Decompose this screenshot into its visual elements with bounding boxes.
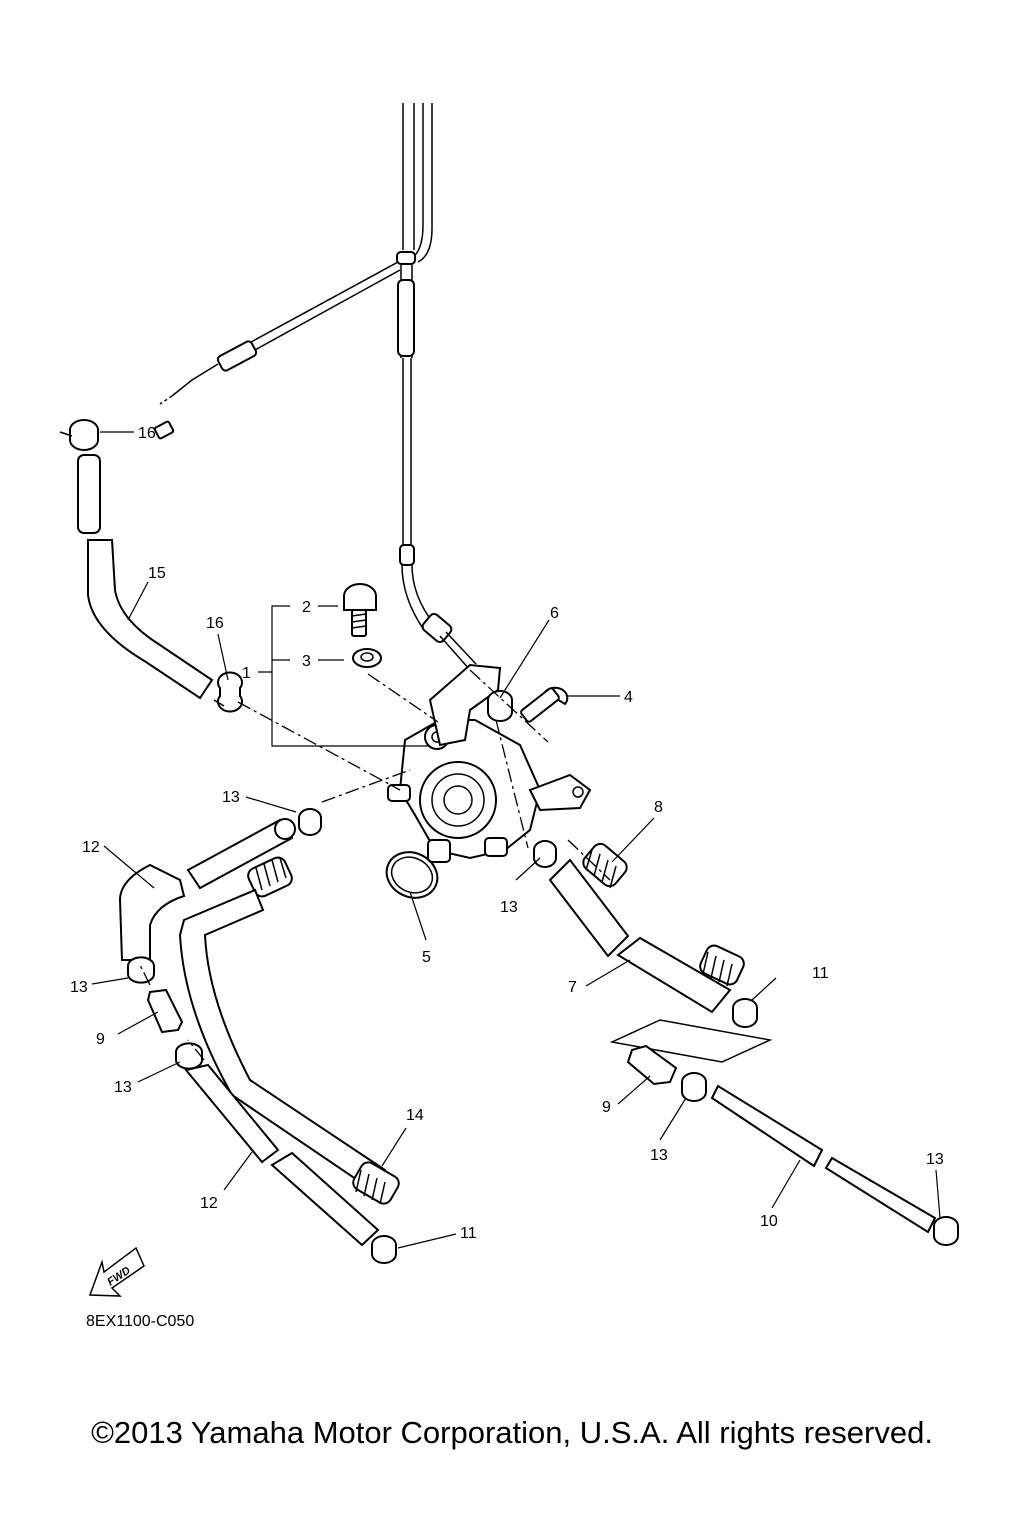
- callout-14: 14: [406, 1107, 424, 1124]
- assembly-lines: [139, 669, 611, 1061]
- callout-13-f: 13: [926, 1151, 944, 1168]
- callout-9-right: 9: [602, 1099, 611, 1116]
- control-cables: [153, 103, 477, 671]
- callout-16-mid: 16: [206, 615, 224, 632]
- o-ring: [385, 851, 439, 899]
- lower-left: [127, 956, 397, 1264]
- hoses-right: [533, 840, 758, 1028]
- drawing-code: 8EX1100-C050: [86, 1313, 194, 1330]
- callout-11-right: 11: [812, 965, 829, 982]
- fwd-arrow-icon: FWD: [88, 1246, 145, 1297]
- callout-10: 10: [760, 1213, 778, 1230]
- callout-8: 8: [654, 799, 663, 816]
- callout-4: 4: [624, 689, 633, 706]
- callout-12-lower: 12: [200, 1195, 218, 1212]
- callout-6: 6: [550, 605, 559, 622]
- callout-12-upper: 12: [82, 839, 100, 856]
- leader-lines: [91, 431, 941, 1249]
- callout-16-top: 16: [138, 425, 156, 442]
- callout-13-e: 13: [650, 1147, 668, 1164]
- callout-11-bottom: 11: [460, 1225, 477, 1242]
- lower-right: [609, 1019, 959, 1246]
- callout-5: 5: [422, 949, 431, 966]
- callout-labels: 16 15 16 2 3 1 6 4 13 8 12 13 5 13 11 7 …: [70, 425, 944, 1242]
- callout-7: 7: [568, 979, 577, 996]
- callout-13-d: 13: [114, 1079, 132, 1096]
- callout-15: 15: [148, 565, 166, 582]
- hoses-left: [118, 808, 400, 1205]
- callout-9-left: 9: [96, 1031, 105, 1048]
- bracket-1: [258, 605, 430, 747]
- copyright-notice: ©2013 Yamaha Motor Corporation, U.S.A. A…: [91, 1415, 933, 1450]
- callout-1: 1: [242, 665, 251, 682]
- callout-2: 2: [302, 599, 311, 616]
- hose-15: [59, 419, 243, 713]
- small-parts: [343, 583, 569, 723]
- callout-13-c: 13: [70, 979, 88, 996]
- callout-13-a: 13: [222, 789, 240, 806]
- callout-3: 3: [302, 653, 311, 670]
- callout-13-b: 13: [500, 899, 518, 916]
